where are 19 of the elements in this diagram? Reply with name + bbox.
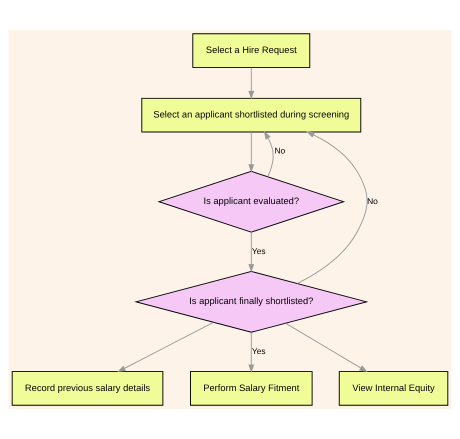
edge-label: No: [367, 196, 378, 206]
arrow: [117, 322, 214, 372]
node-box: View Internal Equity: [338, 371, 448, 406]
arrow: [248, 132, 254, 173]
arrow: [264, 130, 274, 178]
arrow: [248, 332, 254, 373]
edge-label: Yes: [252, 246, 266, 256]
node-diamond: Is applicant evaluated?: [157, 170, 346, 233]
node-box: Record previous salary details: [12, 371, 164, 406]
arrow: [248, 232, 254, 273]
arrow: [248, 67, 254, 100]
arrow: [285, 322, 368, 372]
node-box: Select a Hire Request: [192, 33, 310, 68]
edge-label: No: [274, 146, 286, 156]
node-box: Perform Salary Fitment: [190, 371, 313, 406]
node-box: Select an applicant shortlisted during screening: [141, 98, 362, 132]
arrow: [296, 131, 368, 284]
node-diamond: Is applicant finally shortlisted?: [134, 270, 368, 333]
edge-label: Yes: [252, 346, 266, 356]
